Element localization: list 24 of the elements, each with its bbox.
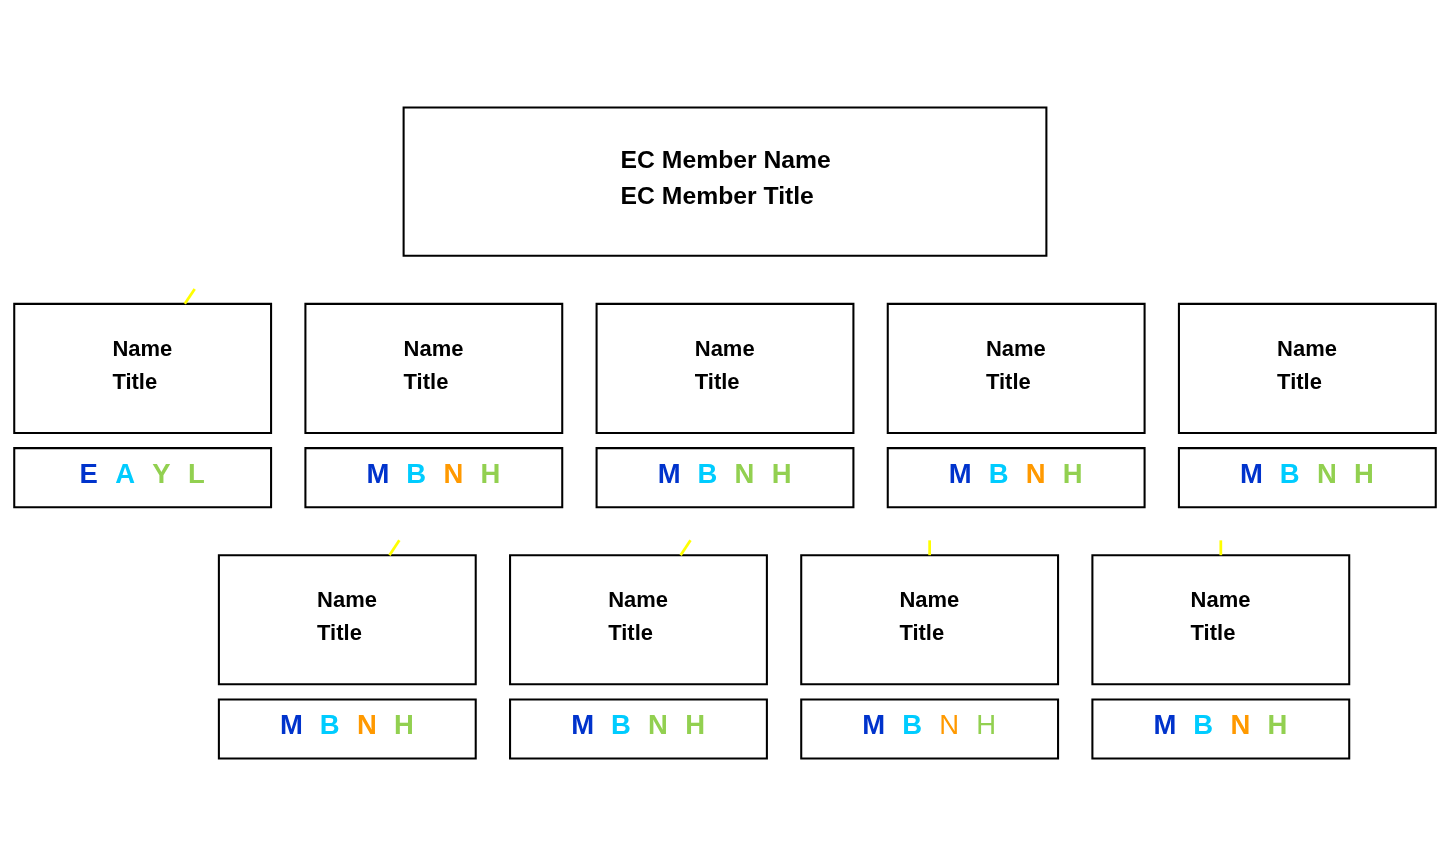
connector [183, 287, 196, 305]
node-box: Name Title [217, 553, 477, 685]
node-box: Name Title [886, 302, 1146, 434]
connector [679, 539, 692, 556]
connector [928, 539, 931, 555]
node-box: M B N H [217, 697, 477, 760]
node-box: M B N H [595, 446, 855, 508]
node-box: M B N H [800, 697, 1060, 760]
node-box: Name Title [13, 302, 273, 434]
node-box: Name Title [800, 553, 1060, 685]
node-box: M B N H [1091, 697, 1351, 760]
node-box: M B N H [509, 697, 768, 760]
node-box: Name Title [1091, 553, 1351, 685]
node-box: Name Title [509, 553, 768, 685]
node-box: M B N H [1177, 446, 1437, 508]
node-box: Name Title [1177, 302, 1437, 434]
node-box: EC Member Name EC Member Title [402, 105, 1048, 257]
node-box: M B N H [304, 446, 564, 508]
connector [388, 539, 401, 556]
connector [1219, 539, 1223, 555]
node-box: M B N H [886, 446, 1146, 508]
node-box: E A Y L [13, 446, 273, 508]
node-box: Name Title [595, 302, 855, 434]
node-box: Name Title [304, 302, 564, 434]
